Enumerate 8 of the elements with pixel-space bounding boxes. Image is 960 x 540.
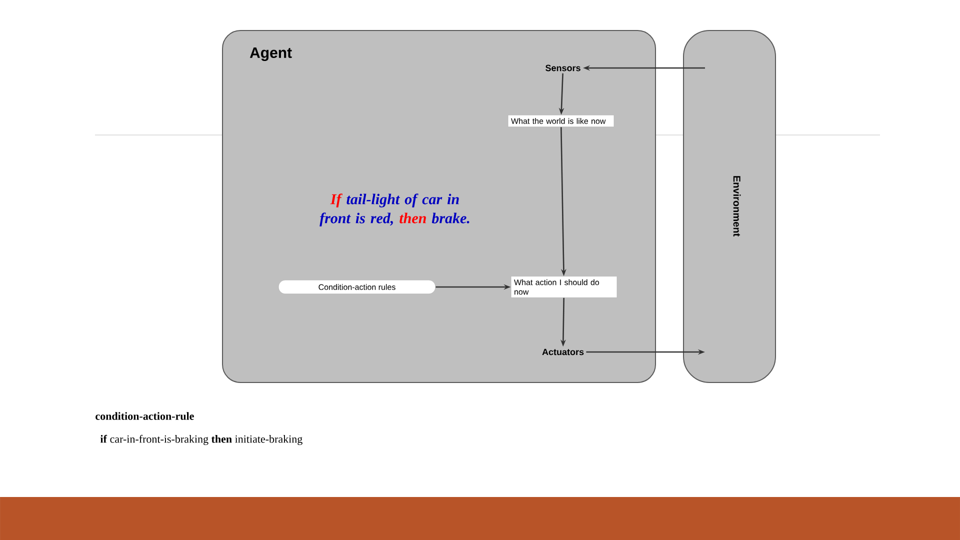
process-box: What action I should do now — [510, 276, 618, 298]
rule-example: If tail-light of car in front is red, then brake. — [320, 194, 470, 226]
component-label: Actuators — [542, 348, 584, 356]
component-label: Sensors — [546, 64, 580, 72]
process-box: What the world is like now — [508, 114, 614, 128]
heading: condition-action-rule — [96, 412, 194, 420]
environment-box: Environment — [683, 30, 776, 383]
rule-text: if car-in-front-is-braking then initiate-braking — [100, 434, 302, 446]
